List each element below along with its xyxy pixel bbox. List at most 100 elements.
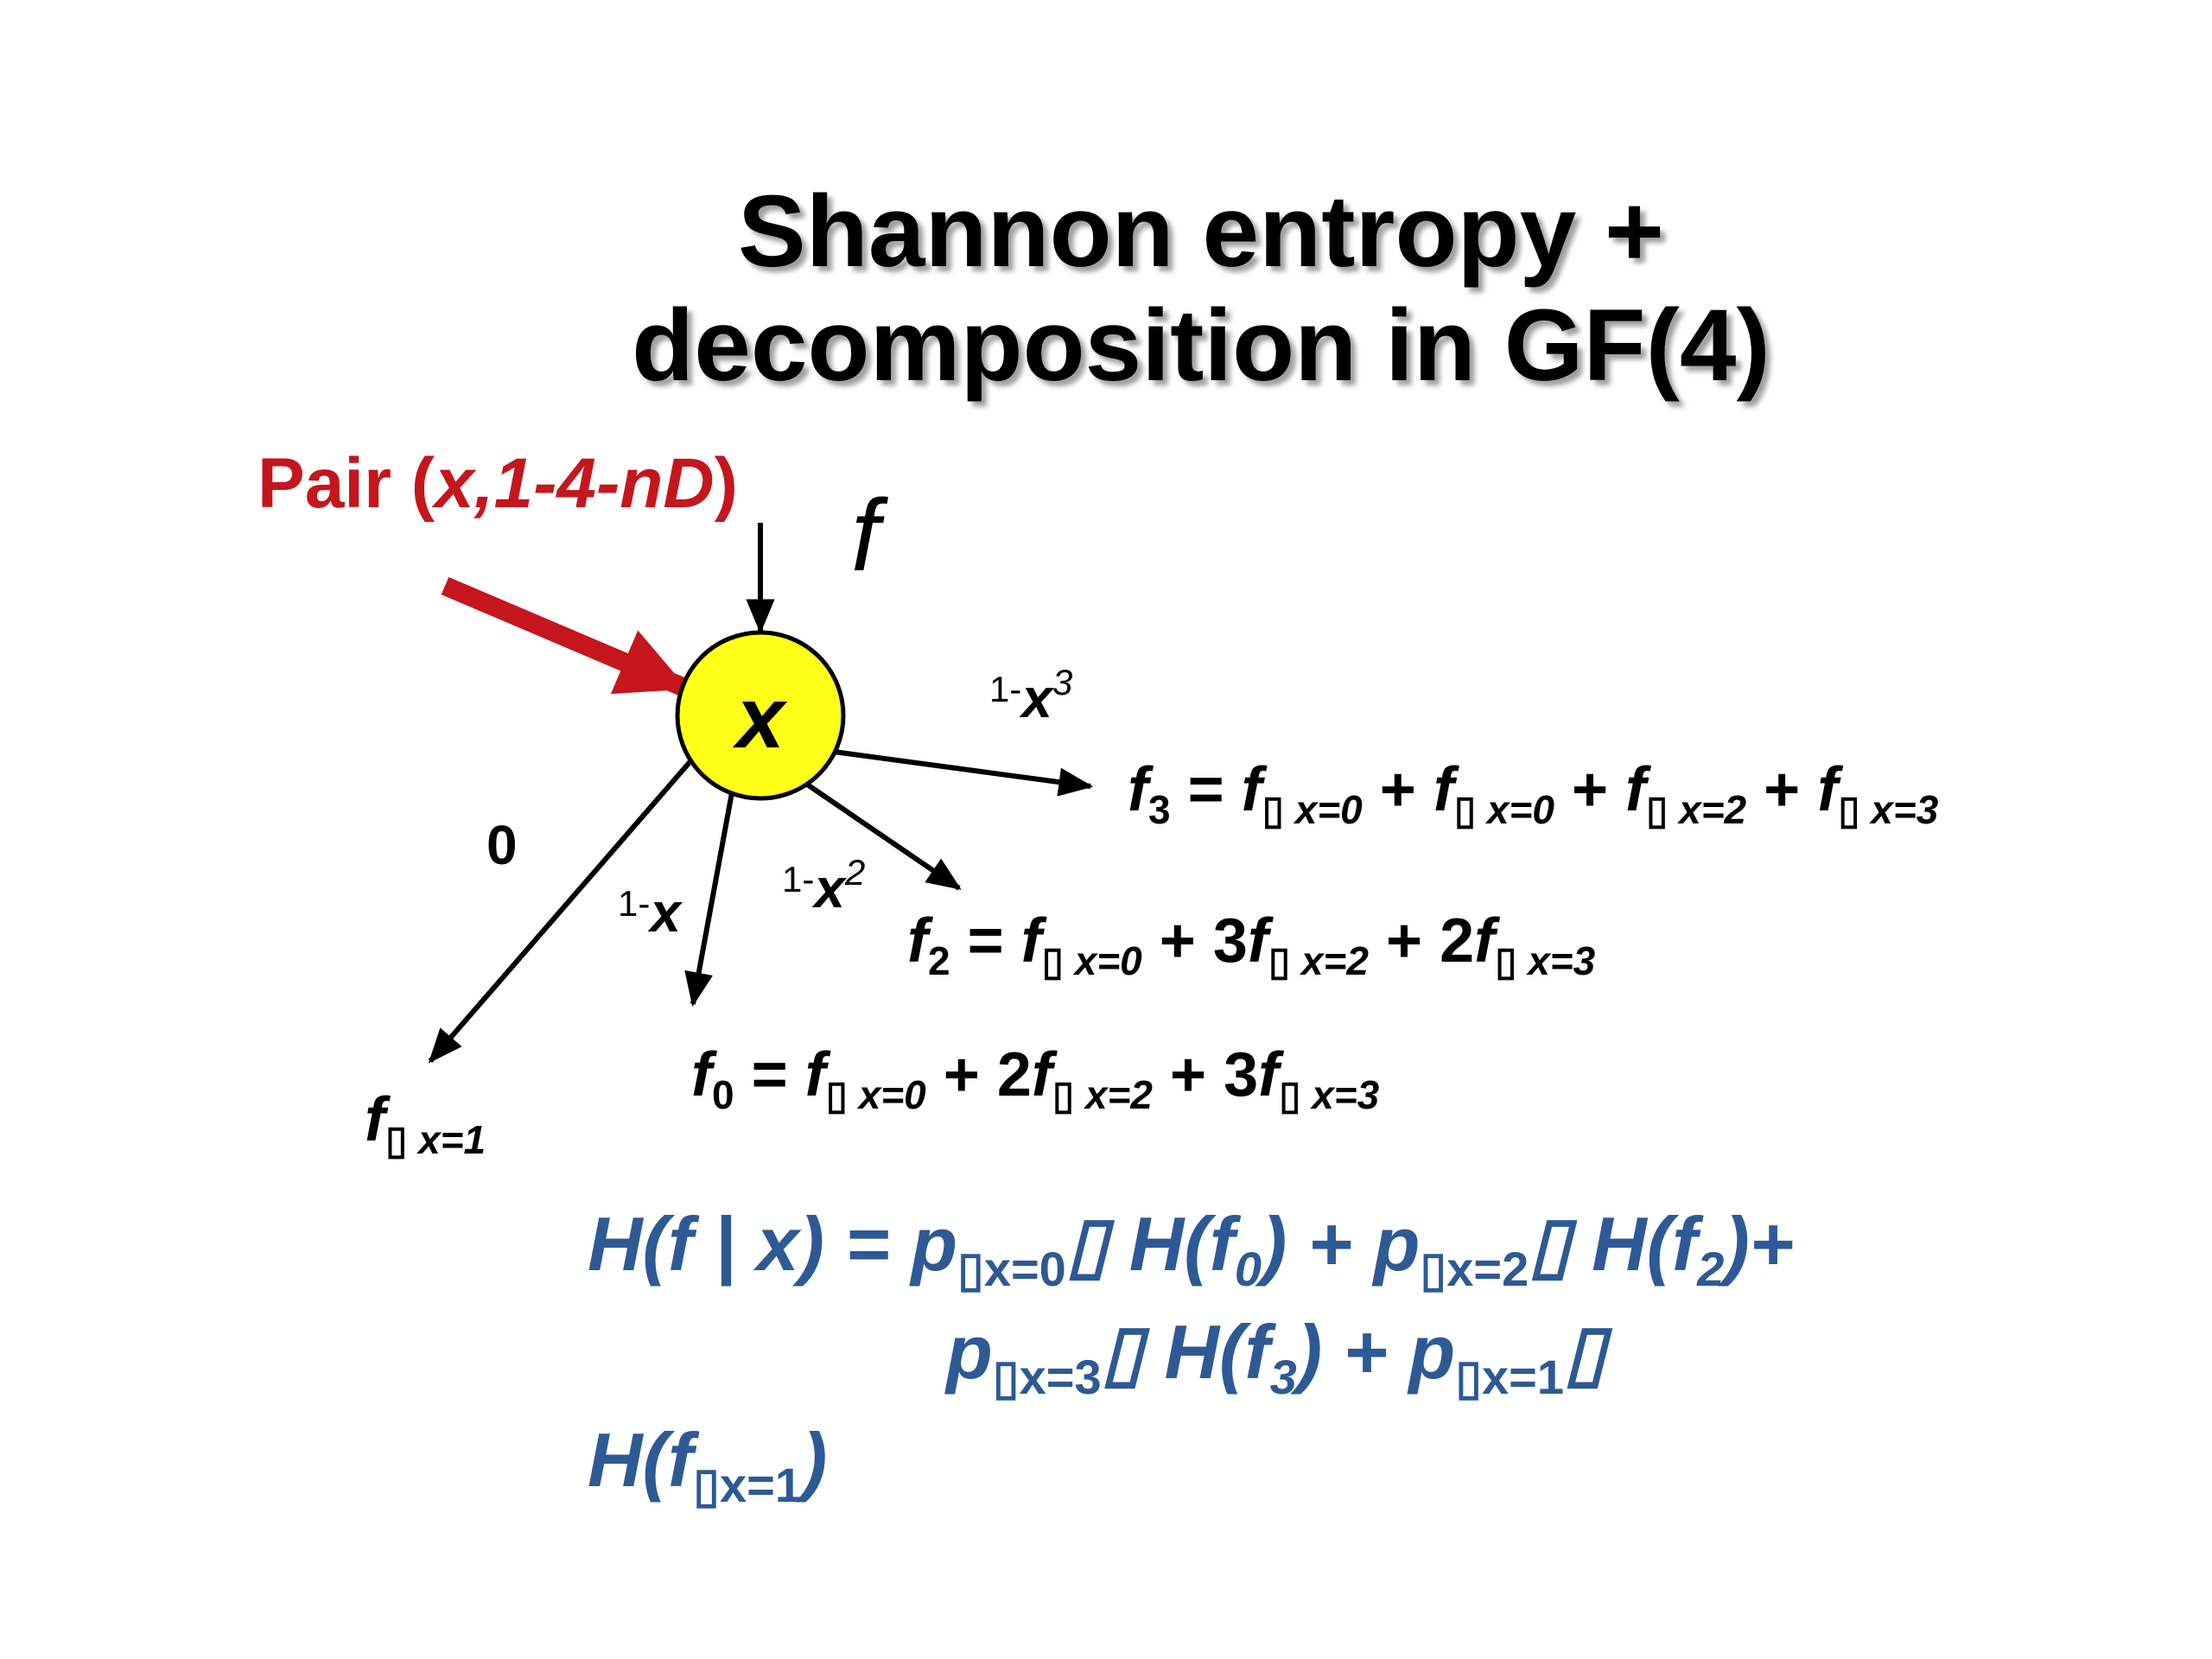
eq-f3-equals: =	[1171, 755, 1242, 824]
edge-label-x2-exp: 2	[844, 852, 865, 893]
edge-label-x3-exp: 3	[1052, 662, 1072, 702]
edge-label-x-var: x	[647, 881, 683, 944]
eq-f2-term-sub: x=3	[1516, 938, 1595, 983]
equation-f3: f3 = f▯ x=0 + f▯ x=0 + f▯ x=2 + f▯ x=3	[1128, 755, 1939, 832]
entropy-box: ▯	[957, 1242, 984, 1296]
equation-f1: f▯ x=1	[365, 1085, 486, 1162]
entropy-line-2: p▯x=3▯ H(f3) + p▯x=1▯	[944, 1309, 1613, 1404]
entropy-x1: x=1	[720, 1458, 802, 1512]
eq-f2-lhs-sub: 2	[928, 938, 950, 983]
pair-label-args: x,1-4-nD	[431, 444, 715, 523]
eq-f0-term-box: ▯	[1279, 1072, 1300, 1117]
equation-f2: f2 = f▯ x=0 + 3f▯ x=2 + 2f▯ x=3	[907, 906, 1596, 983]
entropy-box: ▯	[693, 1458, 720, 1512]
entropy-dot: ▯	[1066, 1201, 1116, 1287]
eq-f2-term-sub: x=2	[1290, 938, 1369, 983]
eq-f0-term-box: ▯	[826, 1072, 848, 1117]
eq-f2-term-join: +	[1142, 906, 1213, 976]
eq-f0-lhs-sub: 0	[712, 1072, 734, 1117]
entropy-p: p	[909, 1201, 957, 1287]
eq-f3-term-sub: x=0	[1284, 787, 1363, 832]
entropy-box: ▯	[1420, 1242, 1446, 1296]
entropy-h-open: H(	[1108, 1201, 1217, 1287]
eq-f2-equals: =	[950, 906, 1021, 976]
eq-f0-term-coef: 2	[997, 1040, 1032, 1109]
entropy-plus: +	[1322, 1309, 1408, 1395]
eq-f3-term-box: ▯	[1838, 787, 1859, 832]
eq-f3-term-box: ▯	[1646, 787, 1668, 832]
entropy-p: p	[1372, 1201, 1421, 1287]
entropy-line-1: H(f | x) = p▯x=0▯ H(f0) + p▯x=2▯ H(f2)+	[588, 1201, 1794, 1296]
input-f-label: f	[851, 479, 888, 593]
eq-f0-term-box: ▯	[1052, 1072, 1074, 1117]
edge-label-x: 1-x	[618, 881, 683, 944]
entropy-dot: ▯	[1102, 1309, 1151, 1395]
entropy-plus-tail: +	[1750, 1201, 1794, 1287]
edge-label-x3-base: 1-	[989, 669, 1021, 709]
eq-f0-term-join: +	[926, 1040, 997, 1109]
eq-f3-term-join: +	[1363, 755, 1433, 824]
pair-arrow	[441, 576, 689, 696]
entropy-s2: 2	[1696, 1242, 1724, 1296]
eq-f1-sub: x=1	[407, 1117, 486, 1162]
edge-label-zero: 0	[486, 814, 518, 876]
entropy-box: ▯	[993, 1350, 1020, 1404]
entropy-x1: x=1	[1482, 1350, 1564, 1404]
entropy-x3: x=3	[1020, 1350, 1102, 1404]
edge-label-x3: 1-x3	[989, 662, 1072, 729]
edge-arrow-x	[684, 787, 735, 1007]
eq-f2-term-box: ▯	[1268, 938, 1290, 983]
eq-f3-term-box: ▯	[1454, 787, 1476, 832]
eq-f3-lhs-sub: 3	[1148, 787, 1171, 832]
decision-node	[675, 630, 846, 801]
eq-f1-box: ▯	[385, 1117, 407, 1162]
eq-f0-term-join: +	[1153, 1040, 1224, 1109]
eq-f0-term-sub: x=3	[1300, 1072, 1379, 1117]
edge-label-x2-base: 1-	[782, 859, 814, 899]
equation-f0: f0 = f▯ x=0 + 2f▯ x=2 + 3f▯ x=3	[691, 1040, 1380, 1117]
pair-label-close: )	[715, 444, 738, 523]
entropy-box: ▯	[1455, 1350, 1482, 1404]
eq-f2-term-box: ▯	[1042, 938, 1064, 983]
eq-f2-term-box: ▯	[1495, 938, 1516, 983]
eq-f2-term-join: +	[1369, 906, 1440, 976]
entropy-dot: ▯	[1564, 1309, 1613, 1395]
eq-f3-term-sub: x=3	[1860, 787, 1939, 832]
pair-label-open: (	[411, 444, 435, 523]
entropy-dot: ▯	[1529, 1201, 1578, 1287]
eq-f0-term-coef: 3	[1224, 1040, 1258, 1109]
eq-f3-term-sub: x=0	[1476, 787, 1554, 832]
node-label: x	[732, 670, 787, 766]
entropy-lhs: H(f | x) =	[588, 1201, 911, 1287]
entropy-p: p	[944, 1309, 993, 1395]
eq-f3-term-join: +	[1746, 755, 1817, 824]
eq-f2-term-coef: 3	[1213, 906, 1248, 976]
entropy-x2: x=2	[1446, 1242, 1529, 1296]
entropy-last-open: H(	[588, 1417, 676, 1503]
eq-f0-equals: =	[734, 1040, 805, 1109]
eq-f3-term-join: +	[1554, 755, 1625, 824]
eq-f0-term-sub: x=0	[848, 1072, 926, 1117]
edge-label-x3-var: x	[1019, 667, 1054, 729]
edge-arrow-x2	[802, 779, 962, 891]
pair-label: Pair (x,1-4-nD)	[257, 444, 738, 523]
edge-label-x2-var: x	[811, 857, 847, 919]
eq-f2-term-coef: 2	[1440, 906, 1474, 976]
eq-f3-term-box: ▯	[1262, 787, 1284, 832]
entropy-s3: 3	[1270, 1350, 1297, 1404]
eq-f0-term-sub: x=2	[1074, 1072, 1153, 1117]
entropy-plus: +	[1287, 1201, 1373, 1287]
entropy-p: p	[1407, 1309, 1455, 1395]
entropy-h-open: H(	[1143, 1309, 1252, 1395]
edge-arrow-zero	[428, 759, 694, 1064]
edge-arrow-x3	[833, 749, 1094, 797]
edge-label-x-base: 1-	[618, 883, 650, 924]
title-line-2: decomposition in GF(4)	[632, 289, 1770, 403]
eq-f2-term-sub: x=0	[1064, 938, 1142, 983]
pair-label-prefix: Pair	[257, 444, 411, 523]
entropy-s0: 0	[1235, 1242, 1262, 1296]
edge-label-x2: 1-x2	[782, 852, 865, 919]
entropy-h-open: H(	[1571, 1201, 1680, 1287]
entropy-x0: x=0	[984, 1242, 1066, 1296]
